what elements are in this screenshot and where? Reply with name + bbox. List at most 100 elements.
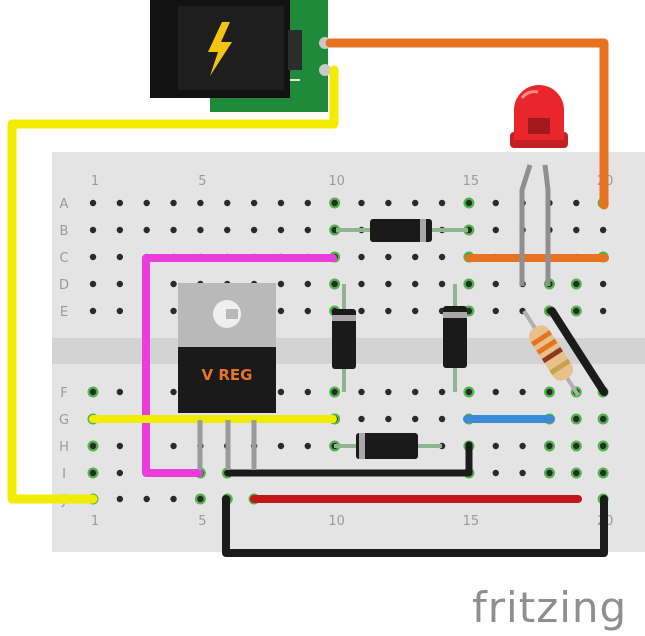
breadboard-hole <box>277 442 285 450</box>
breadboard-hole <box>170 307 177 315</box>
diode-body <box>332 309 356 369</box>
breadboard-hole <box>358 307 365 315</box>
column-number: 10 <box>328 174 345 189</box>
breadboard-hole <box>519 469 526 477</box>
breadboard-hole <box>224 199 231 207</box>
breadboard-hole <box>116 280 124 288</box>
lightning-bolt-icon <box>208 22 232 76</box>
breadboard-hole <box>573 415 580 423</box>
breadboard-hole <box>277 199 285 207</box>
regulator-marking: V REG <box>202 366 253 384</box>
breadboard-hole <box>89 226 97 234</box>
breadboard-hole <box>170 495 177 503</box>
breadboard-hole <box>170 199 177 207</box>
breadboard-hole <box>143 226 150 234</box>
barrel-jack-pin <box>288 30 302 70</box>
diode-band <box>332 315 356 321</box>
breadboard-hole <box>599 307 607 315</box>
breadboard-hole <box>304 226 311 234</box>
breadboard-hole <box>304 199 311 207</box>
breadboard-hole <box>385 253 392 261</box>
breadboard-hole <box>573 226 580 234</box>
breadboard-hole <box>438 199 446 207</box>
breadboard-hole <box>143 495 150 503</box>
orange-wire-power <box>325 38 609 210</box>
led-leg-anode <box>519 164 533 286</box>
breadboard-hole <box>89 388 97 396</box>
breadboard-hole <box>573 307 580 315</box>
breadboard-hole <box>385 307 392 315</box>
black-wire-bottom <box>222 495 608 557</box>
resistor-band-1 <box>530 330 553 347</box>
breadboard-hole <box>331 199 338 207</box>
breadboard-hole <box>89 307 97 315</box>
breadboard-hole <box>599 415 607 423</box>
breadboard-hole <box>358 415 365 423</box>
diode-horizontal-top <box>336 219 468 242</box>
row-label: H <box>59 440 69 455</box>
breadboard-hole <box>143 199 150 207</box>
column-number: 1 <box>91 514 99 529</box>
breadboard-hole <box>438 415 446 423</box>
breadboard-hole <box>116 307 124 315</box>
jack-pad-2 <box>319 64 331 76</box>
breadboard-hole <box>358 280 365 288</box>
led-reflector <box>528 118 550 134</box>
breadboard-hole <box>546 469 553 477</box>
breadboard-hole <box>197 199 204 207</box>
breadboard-hole <box>89 442 97 450</box>
row-label: E <box>60 305 68 320</box>
breadboard-hole <box>116 199 124 207</box>
breadboard-hole <box>277 307 285 315</box>
diode-body <box>443 306 467 368</box>
breadboard-hole <box>304 442 311 450</box>
breadboard-hole <box>358 253 365 261</box>
breadboard-hole <box>170 442 177 450</box>
diode-band <box>420 219 426 242</box>
breadboard-hole <box>412 199 419 207</box>
breadboard-hole <box>573 280 580 288</box>
row-label: F <box>60 386 67 401</box>
column-number: 5 <box>198 514 206 529</box>
breadboard-hole <box>277 388 285 396</box>
breadboard-hole <box>519 442 526 450</box>
breadboard-hole <box>385 388 392 396</box>
row-label: A <box>60 197 69 212</box>
breadboard-hole <box>465 199 473 207</box>
breadboard-hole <box>304 280 311 288</box>
breadboard-hole <box>492 307 499 315</box>
breadboard-hole <box>412 415 419 423</box>
led-highlight <box>520 90 539 99</box>
breadboard-hole <box>89 469 97 477</box>
breadboard-hole <box>89 199 97 207</box>
breadboard-hole <box>358 388 365 396</box>
row-label: G <box>59 413 69 428</box>
led-dome <box>514 85 564 140</box>
breadboard-hole <box>519 388 526 396</box>
diode-band <box>359 433 365 459</box>
voltage-regulator: V REG <box>178 283 276 470</box>
magenta-wire <box>142 254 337 477</box>
row-label: B <box>60 224 69 239</box>
breadboard-hole <box>304 388 311 396</box>
breadboard-hole <box>331 280 338 288</box>
resistor-band-2 <box>536 338 558 355</box>
breadboard-hole <box>197 226 204 234</box>
column-number: 15 <box>463 514 480 529</box>
black-wire-row-i <box>224 441 473 477</box>
fritzing-logo: fritzing <box>472 583 627 632</box>
diode-body <box>356 433 418 459</box>
breadboard-hole <box>116 253 124 261</box>
column-number: 10 <box>328 514 345 529</box>
breadboard-hole <box>465 388 473 396</box>
breadboard-hole <box>412 280 419 288</box>
breadboard-hole <box>546 442 553 450</box>
breadboard-hole <box>599 280 607 288</box>
column-number: 5 <box>198 174 206 189</box>
breadboard-hole <box>116 226 124 234</box>
diode-vertical-left <box>332 284 356 392</box>
breadboard-hole <box>170 388 177 396</box>
breadboard-hole <box>170 280 177 288</box>
row-label: C <box>59 251 68 266</box>
diode-horizontal-bottom <box>334 433 442 459</box>
